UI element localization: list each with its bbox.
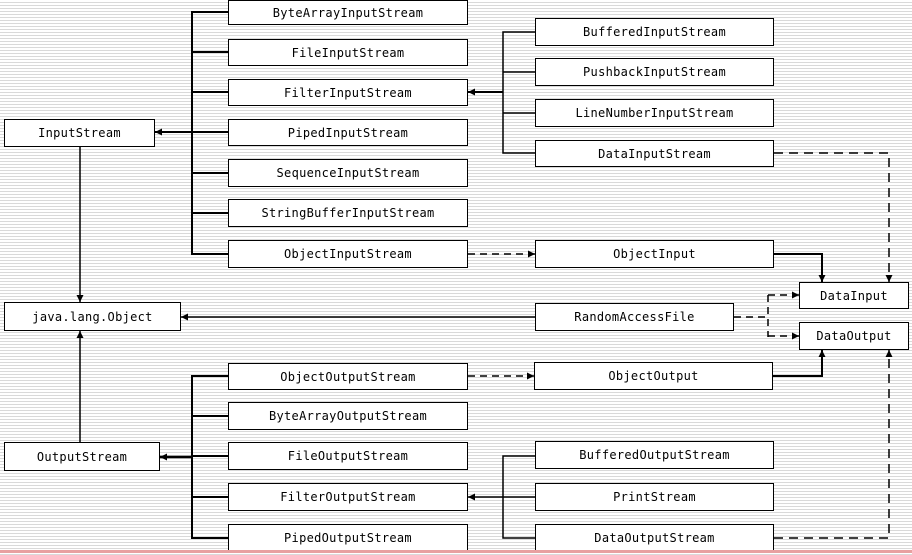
input-stream-box: InputStream [4, 119, 155, 147]
input-subclass-bus [191, 11, 228, 255]
byte-array-output-stream-box: ByteArrayOutputStream [228, 402, 468, 430]
data-output-stream-box: DataOutputStream [535, 524, 774, 551]
filter-output-subclass-bus [502, 455, 535, 539]
dataoutputstream-implements-arrow [774, 350, 893, 539]
piped-output-stream-box: PipedOutputStream [228, 524, 468, 551]
data-input-stream-box: DataInputStream [535, 140, 774, 167]
print-stream-box: PrintStream [535, 483, 774, 511]
object-input-stream-box: ObjectInputStream [228, 240, 468, 268]
data-output-box: DataOutput [799, 322, 909, 350]
piped-input-stream-box: PipedInputStream [228, 119, 468, 146]
string-buffer-input-stream-box: StringBufferInputStream [228, 199, 468, 227]
objectoutput-to-dataoutput-arrow [773, 350, 826, 377]
file-output-stream-box: FileOutputStream [228, 442, 468, 470]
filter-input-stream-box: FilterInputStream [228, 79, 468, 106]
object-output-box: ObjectOutput [534, 362, 773, 390]
buffered-output-stream-box: BufferedOutputStream [535, 441, 774, 469]
output-subclass-bus [191, 375, 228, 539]
datainputstream-implements-arrow [774, 152, 893, 282]
random-access-file-box: RandomAccessFile [535, 303, 734, 331]
object-input-box: ObjectInput [535, 240, 774, 268]
data-input-box: DataInput [799, 282, 909, 309]
randomaccessfile-implements-lines [734, 295, 769, 337]
buffered-input-stream-box: BufferedInputStream [535, 18, 774, 46]
file-input-stream-box: FileInputStream [228, 39, 468, 66]
bottom-rule [0, 550, 912, 553]
objectinput-to-datainput-arrow [774, 253, 826, 282]
sequence-input-stream-box: SequenceInputStream [228, 159, 468, 187]
filter-output-stream-box: FilterOutputStream [228, 483, 468, 511]
java-lang-object-box: java.lang.Object [4, 302, 181, 331]
line-number-input-stream-box: LineNumberInputStream [535, 99, 774, 127]
object-output-stream-box: ObjectOutputStream [228, 363, 468, 390]
byte-array-input-stream-box: ByteArrayInputStream [228, 0, 468, 25]
filter-input-subclass-bus [502, 31, 535, 154]
output-stream-box: OutputStream [4, 442, 160, 471]
pushback-input-stream-box: PushbackInputStream [535, 58, 774, 86]
